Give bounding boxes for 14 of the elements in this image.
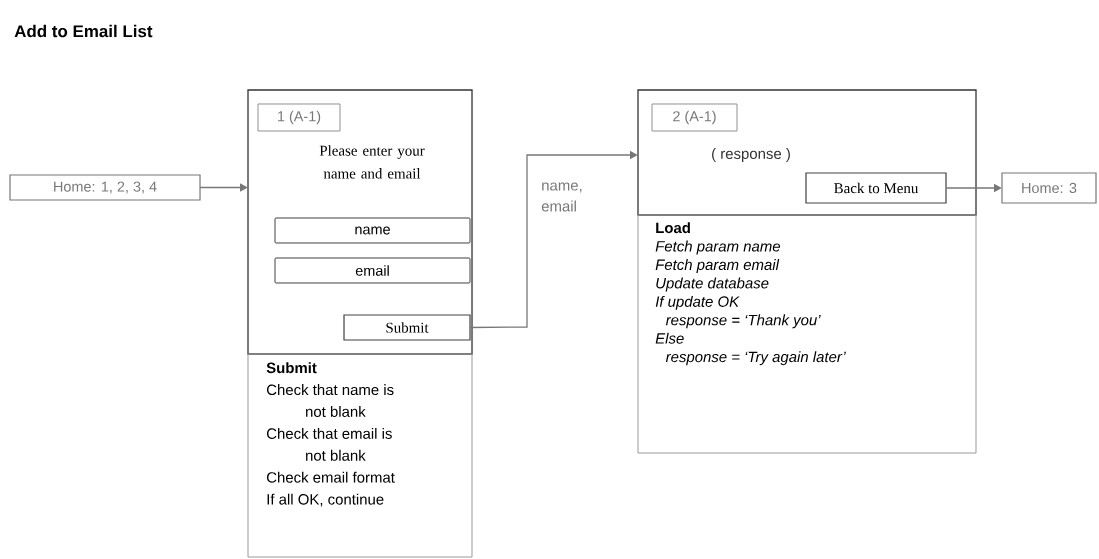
page-link-box: Home: 3 [1001, 172, 1097, 204]
button: Back to Menu [805, 172, 947, 204]
arrow [469, 150, 638, 329]
input-field: name [274, 217, 471, 244]
logic-box: Submit Check that name is not blank Check that email is not blank Check email format If all OK, continue [247, 353, 473, 558]
title: Add to Email List [14, 24, 153, 38]
page-link-box: Home: 1, 2, 3, 4 [9, 174, 201, 201]
button: Submit [343, 314, 471, 341]
screen-id-box: 2 (A-1) [651, 103, 738, 132]
screen-id-box: 1 (A-1) [257, 103, 341, 132]
arrow [199, 183, 248, 192]
input-field: email [274, 257, 471, 284]
logic-box: Load Fetch param name Fetch param email Update database If update OK response = ‘Thank you’ Else response = ‘Try again later’ [637, 214, 977, 454]
edge-label: name, email [541, 182, 582, 212]
